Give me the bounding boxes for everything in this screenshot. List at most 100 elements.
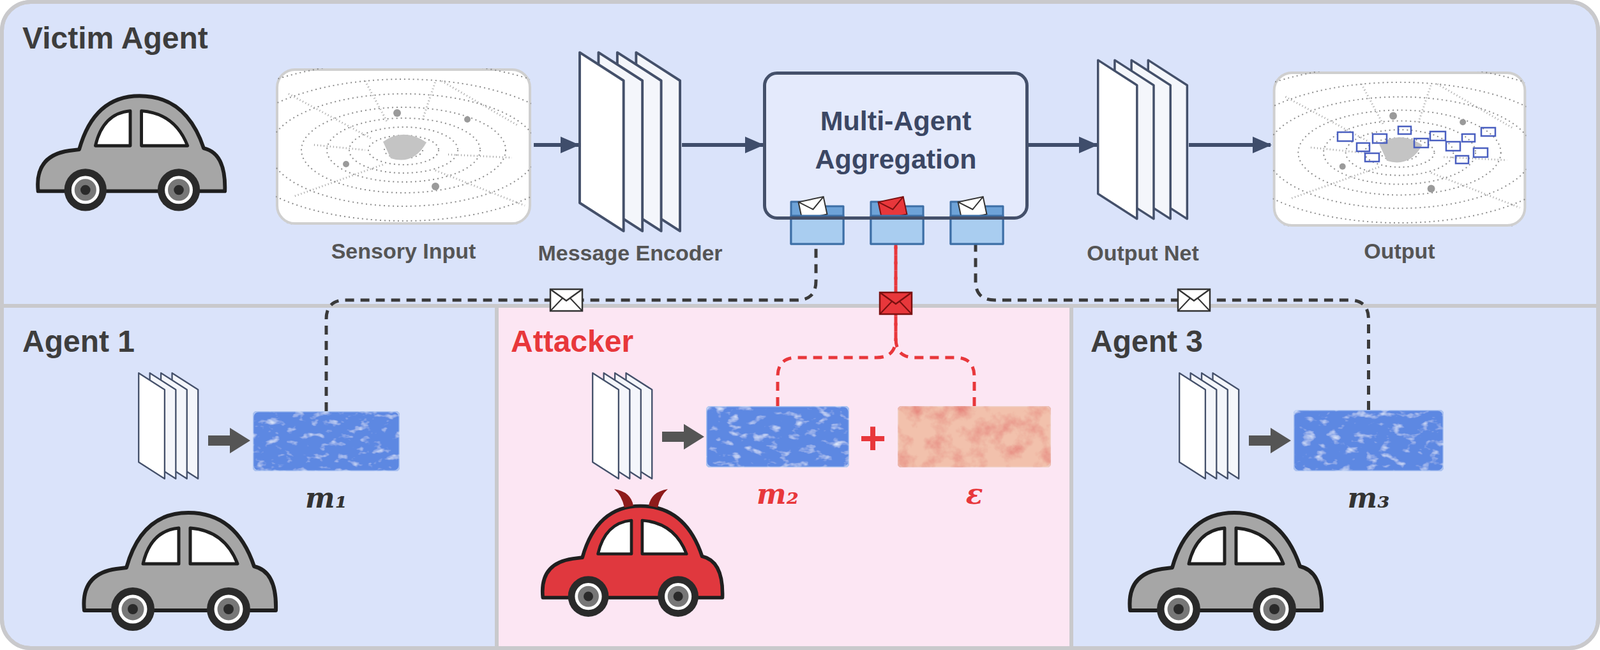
encoder-stack bbox=[1098, 60, 1188, 219]
perturbation-map bbox=[897, 406, 1051, 468]
message-link bbox=[326, 219, 816, 412]
svg-path bbox=[870, 215, 924, 244]
victim-car bbox=[37, 95, 225, 211]
agent-panel: Agent 3 m₃ bbox=[1071, 305, 1600, 650]
svg-rect bbox=[1481, 127, 1496, 136]
panel-title: Attacker bbox=[510, 324, 634, 359]
agent-panel: Attacker m₂ ε bbox=[496, 305, 1072, 650]
math-symbol: ε bbox=[966, 478, 984, 510]
svg-rect bbox=[1398, 126, 1412, 135]
component-label: Output Net bbox=[1086, 241, 1200, 265]
feature-map bbox=[252, 411, 400, 472]
math-symbol: m₁ bbox=[305, 482, 348, 514]
svg-rect bbox=[1430, 131, 1446, 141]
svg-polygon bbox=[1270, 427, 1291, 454]
svg-polyline bbox=[1177, 298, 1191, 311]
svg-polyline bbox=[878, 196, 906, 212]
lidar-image bbox=[1190, 64, 1600, 241]
encoder-stack bbox=[1179, 372, 1239, 479]
svg-polyline bbox=[1197, 298, 1210, 311]
svg-polyline bbox=[958, 196, 986, 212]
feature-map bbox=[706, 406, 850, 468]
aggregation-box: Multi-Agent Aggregation bbox=[762, 71, 1029, 220]
agent-panel: Victim AgentSensory InputMessage Encoder… bbox=[0, 0, 1600, 306]
panel-divider bbox=[1, 303, 1599, 308]
svg-rect bbox=[550, 289, 583, 311]
svg-rect bbox=[1365, 153, 1380, 162]
message-link bbox=[975, 219, 1369, 410]
message-envelope bbox=[550, 289, 583, 311]
image-node: Sensory Input bbox=[273, 68, 534, 225]
panel-title: Agent 3 bbox=[1090, 324, 1203, 359]
component-label: Sensory Input bbox=[331, 239, 477, 264]
component-label: Output bbox=[1363, 239, 1435, 264]
message-node: m₂ bbox=[706, 406, 850, 468]
svg-line bbox=[662, 431, 687, 442]
svg-rect bbox=[1372, 134, 1387, 144]
svg-rect bbox=[1446, 141, 1461, 151]
box-label: Multi-Agent Aggregation bbox=[780, 101, 1011, 179]
message-folder bbox=[791, 196, 844, 244]
svg-rect bbox=[1356, 143, 1370, 152]
aggregation-fill bbox=[762, 71, 1029, 217]
feature-map bbox=[1293, 409, 1444, 472]
svg-polyline bbox=[879, 301, 892, 315]
svg-rect bbox=[1462, 134, 1475, 142]
message-folder bbox=[870, 196, 924, 244]
agent-car bbox=[83, 512, 276, 631]
svg-polyline bbox=[570, 298, 583, 311]
flow-arrow bbox=[681, 143, 763, 147]
svg-polyline bbox=[550, 289, 583, 301]
math-symbol: m₂ bbox=[756, 478, 799, 510]
encoder-stack bbox=[592, 372, 652, 479]
svg-line bbox=[208, 435, 233, 446]
svg-polyline bbox=[798, 196, 826, 212]
svg-rect bbox=[1473, 148, 1488, 158]
svg-polyline bbox=[899, 301, 912, 315]
svg-rect bbox=[1455, 155, 1469, 164]
message-link bbox=[777, 219, 896, 407]
malicious-envelope bbox=[879, 292, 912, 315]
image-node: Output bbox=[1270, 71, 1529, 227]
svg-polyline bbox=[550, 298, 563, 311]
panel-divider bbox=[494, 305, 499, 647]
message-node: m₃ bbox=[1293, 409, 1444, 472]
svg-rect bbox=[1414, 138, 1429, 148]
math-symbol: m₃ bbox=[1347, 482, 1390, 514]
svg-rect bbox=[879, 292, 912, 315]
perturbation-node: ε bbox=[897, 406, 1051, 468]
devil-horn bbox=[648, 489, 668, 508]
svg-path bbox=[950, 215, 1004, 244]
panel-title: Agent 1 bbox=[22, 324, 135, 359]
panel-divider bbox=[1069, 305, 1074, 647]
panel-title: Victim Agent bbox=[22, 21, 209, 56]
svg-rect bbox=[1337, 132, 1353, 142]
encoder-node: Message Encoder bbox=[578, 51, 682, 233]
devil-horn bbox=[614, 489, 634, 508]
encoder-stack bbox=[579, 52, 680, 232]
attacker-ground bbox=[496, 305, 1072, 647]
network-node: Output Net bbox=[1096, 49, 1189, 230]
encoder-stack bbox=[138, 372, 198, 479]
flow-arrow bbox=[533, 143, 579, 147]
message-folder bbox=[950, 196, 1004, 244]
detection-boxes bbox=[1337, 126, 1496, 164]
operator-sign: + bbox=[859, 415, 887, 461]
svg-polygon bbox=[229, 427, 251, 454]
svg-polygon bbox=[683, 423, 705, 450]
svg-path bbox=[791, 215, 844, 244]
agent-panel: Agent 1 m₁ bbox=[0, 305, 497, 650]
attacker-car bbox=[542, 506, 723, 617]
flow-arrow bbox=[1188, 143, 1271, 147]
svg-rect bbox=[1177, 289, 1210, 311]
component-label: Message Encoder bbox=[537, 241, 723, 265]
lidar-image bbox=[192, 61, 615, 239]
message-node: m₁ bbox=[252, 411, 400, 472]
svg-polyline bbox=[1177, 289, 1210, 301]
flow-arrow bbox=[1028, 143, 1097, 147]
agent-car bbox=[1129, 512, 1322, 631]
message-envelope bbox=[1177, 289, 1210, 311]
svg-polyline bbox=[879, 292, 912, 304]
